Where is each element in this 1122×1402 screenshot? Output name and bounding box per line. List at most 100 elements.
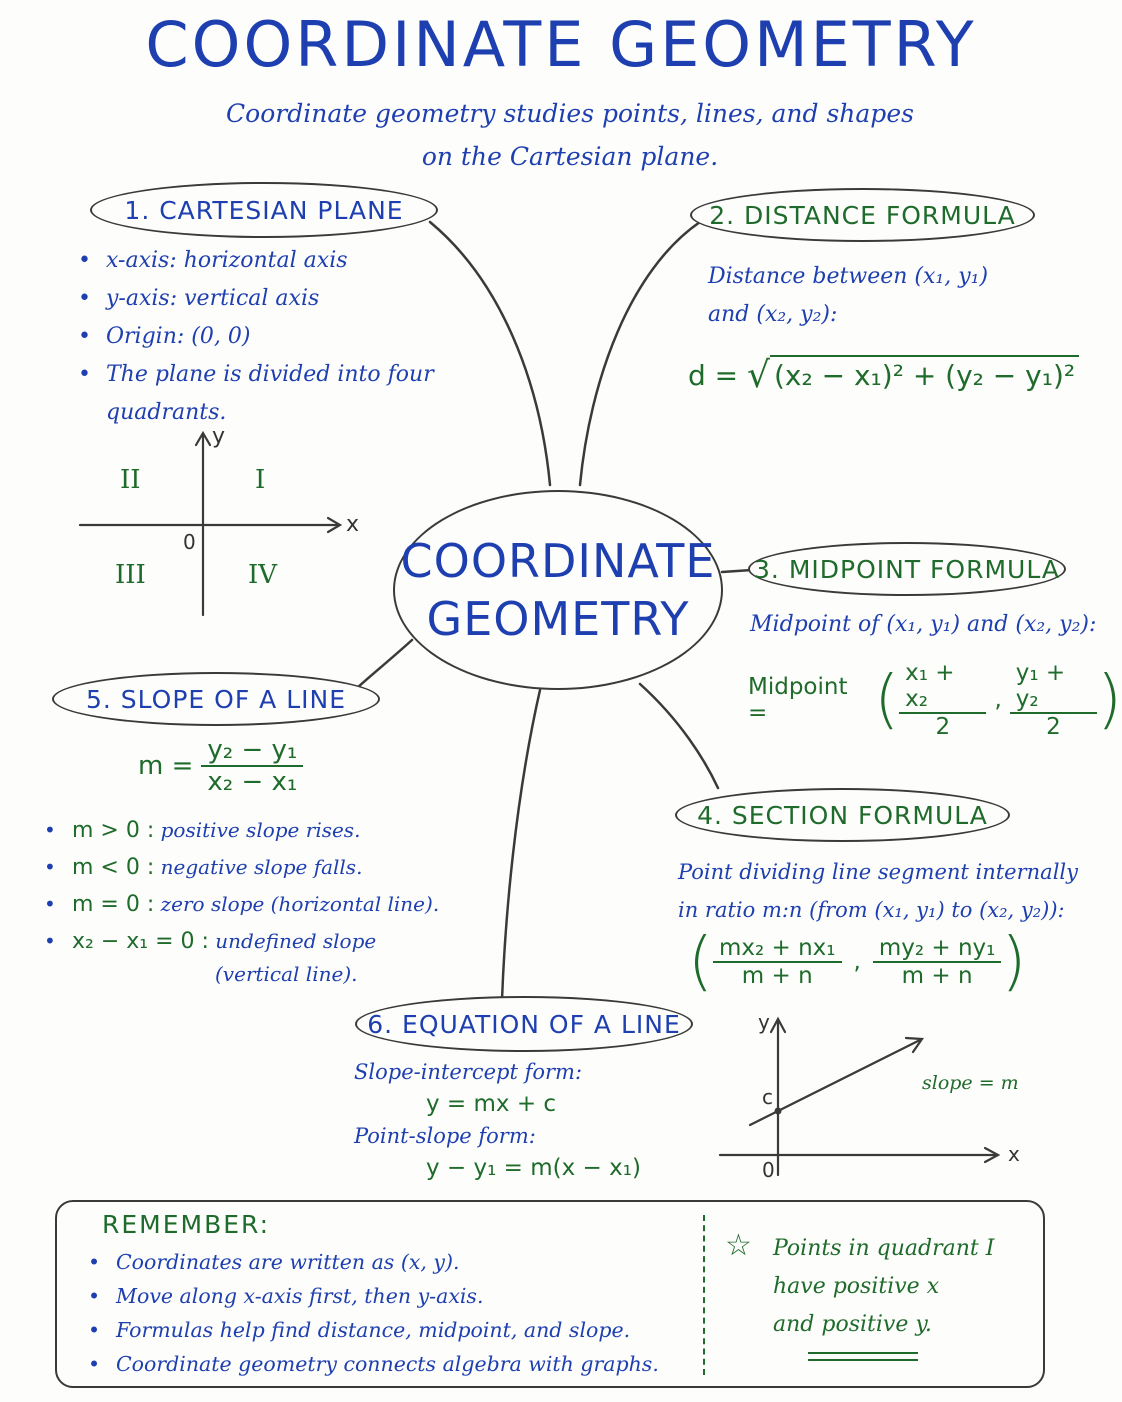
midpoint-text: Midpoint of (x₁, y₁) and (x₂, y₂): xyxy=(750,612,1097,637)
form1-equation: y = mx + c xyxy=(426,1091,557,1117)
midpoint-formula: Midpoint = ( x₁ + x₂ 2 , y₁ + y₂ 2 ) xyxy=(748,660,1122,740)
section-text-line-2: in ratio m:n (from (x₁, y₁) to (x₂, y₂))… xyxy=(678,898,1065,922)
distance-formula-body: (x₂ − x₁)² + (y₂ − y₁)² xyxy=(770,355,1080,392)
note-line-1: Points in quadrant I xyxy=(773,1236,995,1261)
slope-description: zero slope (horizontal line). xyxy=(160,892,440,916)
connector-distance xyxy=(578,220,702,487)
slope-fraction: y₂ − y₁ x₂ − x₁ xyxy=(201,735,304,797)
section-heading: 4. SECTION FORMULA xyxy=(675,788,1010,842)
slope-condition: m < 0 : xyxy=(72,855,155,880)
graph-slope-label: slope = m xyxy=(922,1072,1019,1094)
paren-open-icon: ( xyxy=(874,663,900,737)
fraction-numerator: x₁ + x₂ xyxy=(899,660,987,714)
axis-y-label: y xyxy=(212,424,226,449)
midpoint-heading: 3. MIDPOINT FORMULA xyxy=(748,542,1066,596)
slope-heading: 5. SLOPE OF A LINE xyxy=(52,672,380,726)
note-underline xyxy=(808,1352,918,1361)
distance-text-line-2: and (x₂, y₂): xyxy=(708,302,838,327)
quadrant-4-label: IV xyxy=(248,560,278,590)
quadrant-3-label: III xyxy=(115,560,146,590)
slope-last-continuation: (vertical line). xyxy=(215,962,358,986)
section-text: Point dividing line segment internally i… xyxy=(678,853,1078,929)
remember-divider xyxy=(703,1215,705,1375)
list-item: Formulas help find distance, midpoint, a… xyxy=(88,1313,698,1347)
star-icon: ☆ xyxy=(725,1228,752,1263)
line-graph xyxy=(718,1016,1001,1177)
equation-forms: Slope-intercept form: y = mx + c Point-s… xyxy=(354,1056,694,1184)
quadrant-1-label: I xyxy=(255,465,266,495)
paren-open-icon: ( xyxy=(688,925,713,999)
section-fraction-y: my₂ + ny₁ m + n xyxy=(872,935,1002,989)
subtitle-line-2: on the Cartesian plane. xyxy=(421,142,719,171)
slope-lhs: m = xyxy=(138,751,194,781)
fraction-numerator: my₂ + ny₁ xyxy=(872,935,1002,963)
connector-equation xyxy=(500,688,542,1002)
comma: , xyxy=(853,949,861,975)
distance-text: Distance between (x₁, y₁) and (x₂, y₂): xyxy=(708,258,988,334)
midpoint-lhs: Midpoint = xyxy=(748,674,848,726)
slope-description: negative slope falls. xyxy=(160,855,363,879)
connector-cartesian xyxy=(428,220,552,487)
fraction-numerator: mx₂ + nx₁ xyxy=(712,935,842,963)
remember-heading: REMEMBER: xyxy=(102,1210,271,1239)
list-item: The plane is divided into four quadrants… xyxy=(78,356,438,432)
list-item: m > 0 : positive slope rises. xyxy=(44,812,464,849)
center-line-1: COORDINATE xyxy=(400,534,716,588)
page-subtitle: Coordinate geometry studies points, line… xyxy=(160,92,980,178)
list-item: Move along x-axis first, then y-axis. xyxy=(88,1279,698,1313)
axis-x-label: x xyxy=(346,512,360,537)
origin-label: 0 xyxy=(183,530,196,554)
fraction-denominator: 2 xyxy=(1046,714,1061,740)
slope-formula: m = y₂ − y₁ x₂ − x₁ xyxy=(138,735,304,797)
fraction-denominator: m + n xyxy=(741,963,813,989)
subtitle-line-1: Coordinate geometry studies points, line… xyxy=(226,99,914,128)
list-item: x-axis: horizontal axis xyxy=(78,242,438,280)
graph-c-label: c xyxy=(762,1085,773,1109)
fraction-denominator: x₂ − x₁ xyxy=(207,767,298,797)
center-node: COORDINATE GEOMETRY xyxy=(393,490,723,690)
midpoint-fraction-y: y₁ + y₂ 2 xyxy=(1009,660,1098,740)
section-formula: ( mx₂ + nx₁ m + n , my₂ + ny₁ m + n ) xyxy=(688,925,1026,999)
distance-formula-lhs: d = xyxy=(688,359,739,392)
section-text-line-1: Point dividing line segment internally xyxy=(678,860,1078,884)
page-title: COORDINATE GEOMETRY xyxy=(145,8,977,81)
slope-description: undefined slope xyxy=(215,929,377,953)
connector-section xyxy=(638,682,720,790)
remember-bullets: Coordinates are written as (x, y). Move … xyxy=(88,1245,698,1381)
connector-midpoint xyxy=(720,568,754,574)
form1-label: Slope-intercept form: xyxy=(354,1060,583,1084)
sqrt-icon: √ xyxy=(747,355,770,396)
cartesian-bullets: x-axis: horizontal axis y-axis: vertical… xyxy=(78,242,438,432)
list-item: Origin: (0, 0) xyxy=(78,318,438,356)
graph-origin-label: 0 xyxy=(762,1158,775,1182)
remember-note: Points in quadrant I have positive x and… xyxy=(773,1230,994,1344)
list-item: Coordinates are written as (x, y). xyxy=(88,1245,698,1279)
slope-condition: m > 0 : xyxy=(72,818,155,843)
remember-box xyxy=(55,1200,1045,1388)
graph-y-label: y xyxy=(758,1010,770,1034)
fraction-denominator: m + n xyxy=(901,963,973,989)
distance-heading: 2. DISTANCE FORMULA xyxy=(690,188,1035,242)
form2-label: Point-slope form: xyxy=(354,1124,536,1148)
equation-heading: 6. EQUATION OF A LINE xyxy=(355,996,693,1052)
fraction-numerator: y₂ − y₁ xyxy=(201,735,304,767)
quadrant-2-label: II xyxy=(120,465,141,495)
fraction-numerator: y₁ + y₂ xyxy=(1009,660,1098,714)
list-item: y-axis: vertical axis xyxy=(78,280,438,318)
list-item: x₂ − x₁ = 0 : undefined slope xyxy=(44,923,464,960)
slope-condition: m = 0 : xyxy=(72,892,155,917)
list-item: Coordinate geometry connects algebra wit… xyxy=(88,1347,698,1381)
midpoint-fraction-x: x₁ + x₂ 2 xyxy=(899,660,987,740)
slope-bullets: m > 0 : positive slope rises. m < 0 : ne… xyxy=(44,812,464,960)
quadrant-diagram xyxy=(78,430,343,617)
slope-description: positive slope rises. xyxy=(160,818,361,842)
form2-equation: y − y₁ = m(x − x₁) xyxy=(426,1155,641,1181)
distance-text-line-1: Distance between (x₁, y₁) xyxy=(708,264,989,289)
list-item: m = 0 : zero slope (horizontal line). xyxy=(44,886,464,923)
note-line-3: and positive y. xyxy=(773,1312,932,1337)
paren-close-icon: ) xyxy=(1001,925,1027,999)
cartesian-heading: 1. CARTESIAN PLANE xyxy=(90,182,438,238)
center-line-2: GEOMETRY xyxy=(426,592,690,646)
graph-x-label: x xyxy=(1008,1142,1020,1166)
